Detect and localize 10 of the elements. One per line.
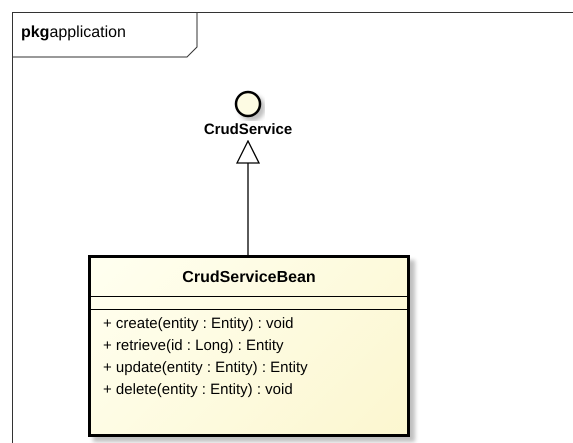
interface-name: CrudService	[202, 121, 294, 138]
operation-text: + update(entity : Entity) : Entity	[103, 359, 308, 376]
operation-text: + delete(entity : Entity) : void	[103, 381, 293, 398]
class-name: CrudServiceBean	[181, 269, 317, 287]
class-box	[88, 255, 410, 437]
package-frame	[12, 12, 573, 443]
operation-text: + retrieve(id : Long) : Entity	[103, 337, 284, 354]
realization-arrow	[236, 140, 260, 255]
operation-text: + create(entity : Entity) : void	[103, 315, 294, 332]
package-name: pkgapplication	[21, 24, 126, 42]
